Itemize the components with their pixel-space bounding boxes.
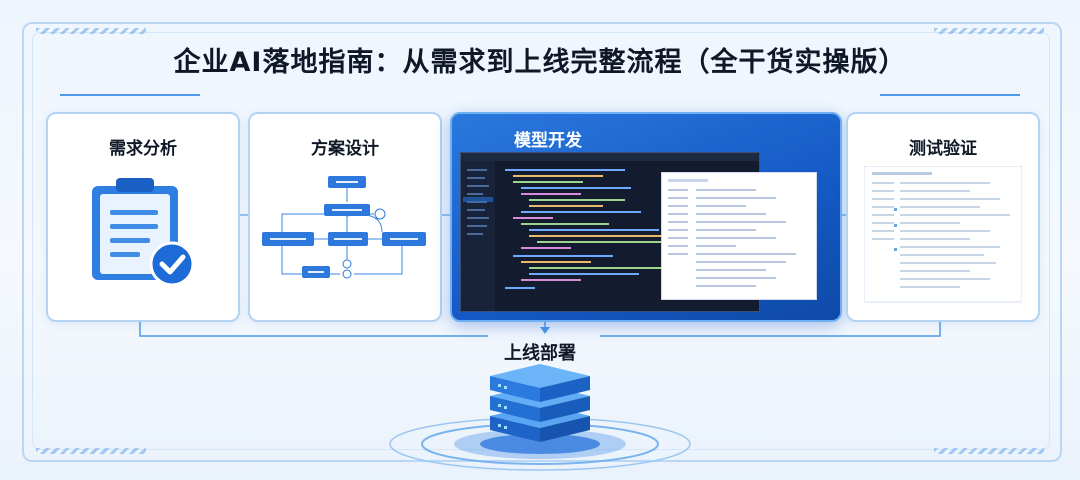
flowchart-icon: [262, 176, 426, 279]
server-stack-icon: [389, 364, 691, 471]
frame-hatch: [36, 448, 146, 454]
frame-hatch: [36, 28, 146, 34]
page-title: 企业AI落地指南：从需求到上线完整流程（全干货实操版）: [173, 47, 907, 78]
title-underline: [60, 94, 200, 96]
document-lines: [668, 179, 796, 287]
title-underline: [880, 94, 1020, 96]
step-label-develop: 模型开发: [514, 131, 582, 151]
test-report-icon: [864, 166, 1022, 303]
step-label-test: 测试验证: [909, 139, 977, 159]
step-card-test[interactable]: 测试验证: [846, 112, 1040, 322]
step-label-analysis: 需求分析: [109, 139, 177, 159]
clipboard-check-icon: [92, 178, 195, 286]
code-editor-screen: [461, 153, 759, 311]
frame-hatch: [934, 28, 1044, 34]
step-card-design[interactable]: 方案设计: [248, 112, 442, 322]
outer-frame: [22, 22, 1062, 462]
code-document-panel: [661, 172, 817, 300]
step-label-deploy: 上线部署: [504, 343, 576, 364]
step-card-analysis[interactable]: 需求分析: [46, 112, 240, 322]
frame-hatch: [934, 448, 1044, 454]
step-label-design: 方案设计: [311, 139, 379, 159]
